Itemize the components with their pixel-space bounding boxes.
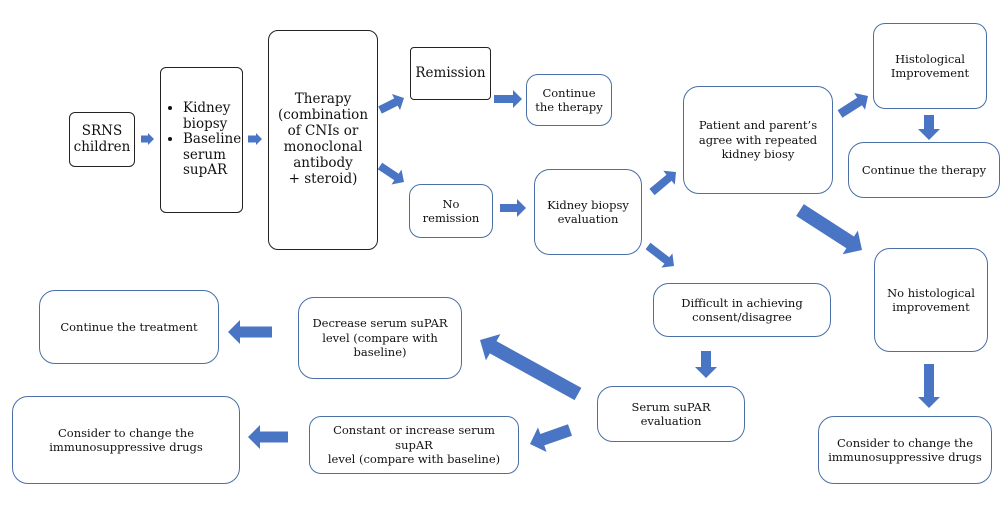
kidney-biopsy-evaluation-label: Kidney biopsy evaluation xyxy=(547,197,629,226)
consider-change-drugs-label-right: Consider to change the immunosuppressive… xyxy=(828,435,982,464)
arrow-therapy-to-remission xyxy=(378,94,404,114)
arrow-agree-to-nohisto xyxy=(796,204,862,255)
arrow-biopsy-to-difficult xyxy=(645,242,674,268)
decrease-supar-label: Decrease serum suPAR level (compare with… xyxy=(312,316,448,360)
no-histological-improvement-box: No histological improvement xyxy=(874,248,988,352)
arrow-noremission-to-biopsy xyxy=(500,199,526,217)
arrow-histo-to-continue xyxy=(918,115,940,140)
continue-therapy-label-right: Continue the therapy xyxy=(861,162,987,177)
arrow-serum-to-decrease xyxy=(480,334,582,401)
no-remission-label: No remission xyxy=(422,196,480,225)
constant-increase-supar-label: Constant or increase serum supAR level (… xyxy=(327,423,501,467)
decrease-supar-box: Decrease serum suPAR level (compare with… xyxy=(298,297,462,379)
kidney-biopsy-evaluation-box: Kidney biopsy evaluation xyxy=(534,169,642,255)
arrow-remission-to-continue xyxy=(494,90,522,108)
histological-improvement-label: Histological Improvement xyxy=(890,51,970,80)
no-histological-improvement-label: No histological improvement xyxy=(887,285,975,314)
arrow-biopsy-to-agree xyxy=(649,170,676,196)
continue-treatment-label: Continue the treatment xyxy=(60,319,198,334)
arrow-decrease-to-continue xyxy=(228,320,272,344)
patient-agree-box: Patient and parent’s agree with repeated… xyxy=(683,86,833,194)
serum-supar-evaluation-box: Serum suPAR evaluation xyxy=(597,386,745,442)
remission-box: Remission xyxy=(410,47,491,100)
therapy-label: Therapy (combination of CNIs or monoclon… xyxy=(277,91,369,187)
kidney-biopsy-list: Kidney biopsy Baseline serum supAR xyxy=(167,100,241,179)
consider-change-drugs-box-right: Consider to change the immunosuppressive… xyxy=(818,416,992,484)
no-remission-box: No remission xyxy=(409,184,493,238)
list-item-baseline-supar: Baseline serum supAR xyxy=(183,132,241,179)
arrow-srns-to-kidney xyxy=(141,133,154,145)
histological-improvement-box: Histological Improvement xyxy=(873,23,987,109)
arrow-agree-to-histo xyxy=(837,93,868,118)
arrow-nohisto-to-consider xyxy=(918,364,940,408)
patient-agree-label: Patient and parent’s agree with repeated… xyxy=(698,118,818,162)
continue-treatment-box: Continue the treatment xyxy=(39,290,219,364)
arrow-therapy-to-no-remission xyxy=(377,162,404,185)
continue-therapy-box-top: Continue the therapy xyxy=(526,74,612,126)
srns-children-label: SRNS children xyxy=(73,122,131,155)
arrow-constant-to-consider xyxy=(248,425,288,449)
arrow-kidney-to-therapy xyxy=(248,133,262,145)
difficult-consent-label: Difficult in achieving consent/disagree xyxy=(681,295,803,324)
arrow-serum-to-constant xyxy=(530,424,572,452)
continue-therapy-label-top: Continue the therapy xyxy=(535,85,603,114)
srns-children-box: SRNS children xyxy=(69,112,135,167)
kidney-biopsy-baseline-box: Kidney biopsy Baseline serum supAR xyxy=(160,67,243,213)
constant-increase-supar-box: Constant or increase serum supAR level (… xyxy=(309,416,519,474)
list-item-kidney-biopsy: Kidney biopsy xyxy=(183,100,241,132)
therapy-box: Therapy (combination of CNIs or monoclon… xyxy=(268,30,378,250)
difficult-consent-box: Difficult in achieving consent/disagree xyxy=(653,283,831,337)
consider-change-drugs-label-left: Consider to change the immunosuppressive… xyxy=(49,425,203,454)
serum-supar-evaluation-label: Serum suPAR evaluation xyxy=(631,399,711,428)
consider-change-drugs-box-left: Consider to change the immunosuppressive… xyxy=(12,396,240,484)
remission-label: Remission xyxy=(415,64,486,81)
arrow-difficult-to-serum xyxy=(695,351,717,378)
continue-therapy-box-right: Continue the therapy xyxy=(848,142,1000,198)
